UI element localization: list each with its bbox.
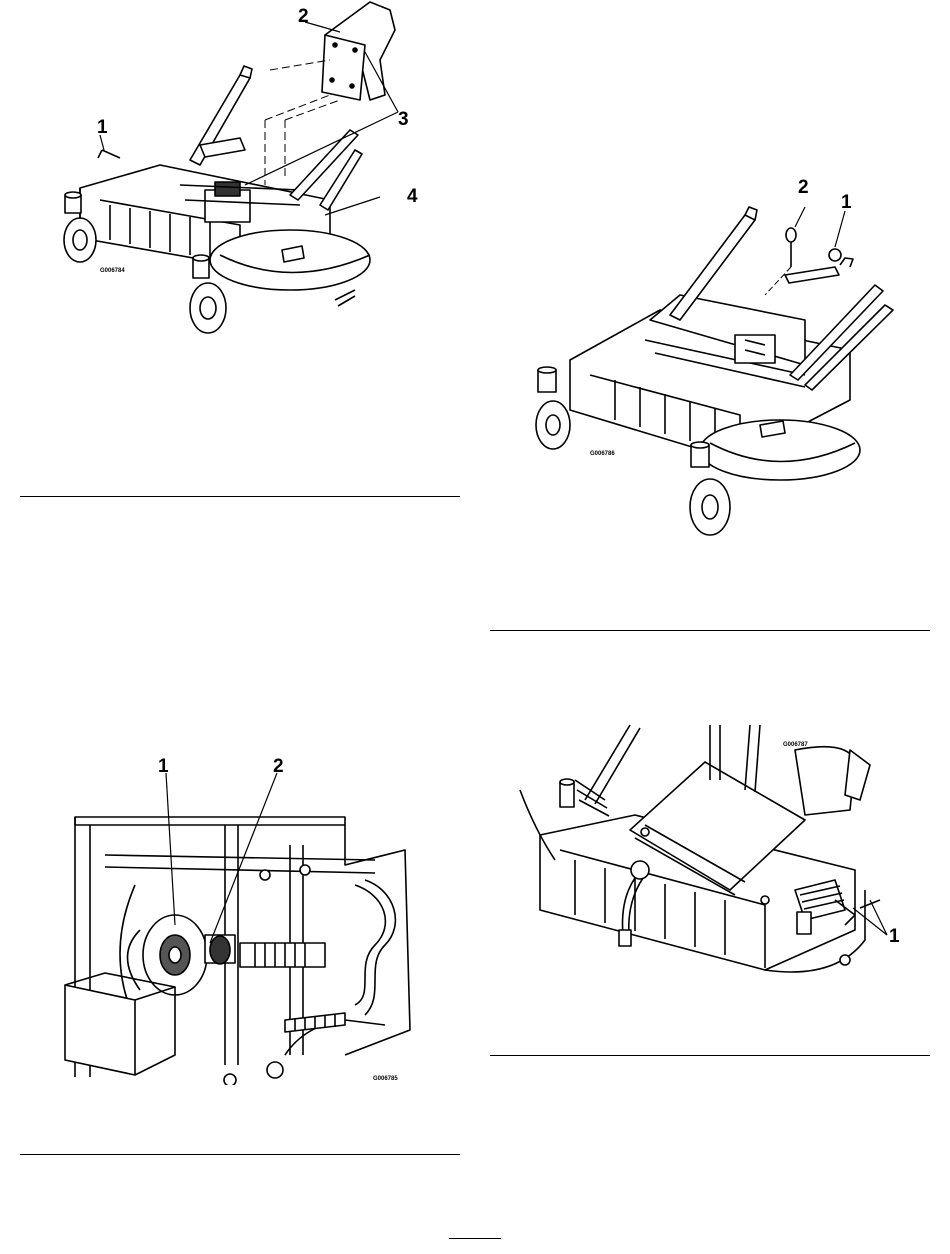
figure-rule [20, 1154, 460, 1155]
callout-2: 2 [298, 6, 309, 27]
figure-pto-belt: 1 2 G006785 [45, 755, 430, 1085]
callout-3: 3 [398, 109, 409, 130]
callout-2: 2 [798, 177, 809, 198]
figure-rule [20, 496, 460, 497]
callout-1: 1 [889, 926, 900, 947]
figure-code: G006785 [373, 1076, 398, 1082]
callout-1: 1 [97, 117, 108, 138]
figure-deck-chute: 2 1 3 4 G006784 [40, 0, 440, 350]
figure-code: G006787 [783, 742, 808, 748]
figure-code: G006784 [100, 268, 125, 274]
callout-2: 2 [273, 756, 284, 777]
callout-1: 1 [841, 192, 852, 213]
figure-deck-lift-pins: 1 G006787 [515, 720, 920, 990]
figure-code: G006786 [590, 451, 615, 457]
callout-4: 4 [407, 186, 418, 207]
figure-deck-lift-link: 2 1 G006786 [505, 175, 905, 545]
callout-1: 1 [158, 756, 169, 777]
figure-rule [490, 1055, 930, 1056]
page-number-rule [449, 1238, 501, 1239]
figure-rule [490, 630, 930, 631]
